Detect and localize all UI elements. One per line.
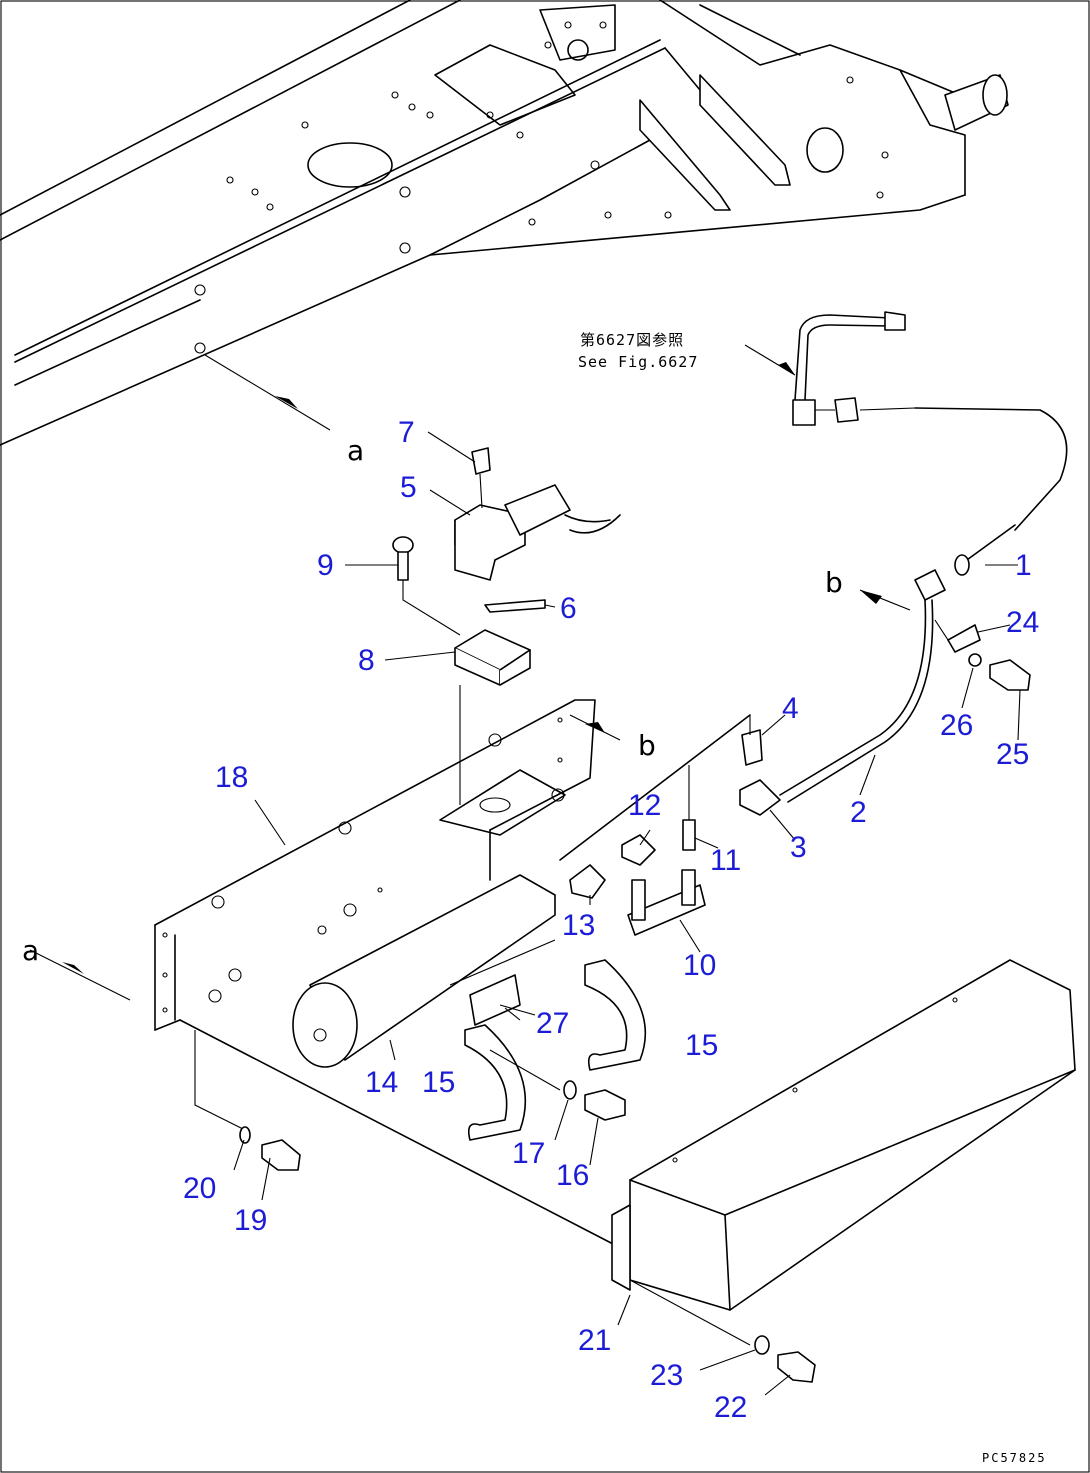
callout-2: 2 xyxy=(850,796,867,829)
callout-22: 22 xyxy=(714,1391,747,1424)
view-ref-a-lower: a xyxy=(22,934,39,967)
view-reference-letters: a a b b xyxy=(22,434,843,967)
callout-15-left: 15 xyxy=(422,1066,455,1099)
figure-note-english: See Fig.6627 xyxy=(578,353,698,371)
callout-26: 26 xyxy=(940,709,973,742)
part-2-hose xyxy=(779,569,946,803)
figure-note-japanese: 第6627図参照 xyxy=(580,331,684,349)
cylinder-14 xyxy=(292,874,556,1068)
view-ref-a-upper: a xyxy=(347,434,364,467)
callout-5: 5 xyxy=(400,471,417,504)
callout-4: 4 xyxy=(782,692,799,725)
callout-numbers: 1 2 3 4 5 6 7 8 9 10 11 12 13 14 15 15 1… xyxy=(183,416,1039,1424)
part-11-fitting xyxy=(682,765,696,851)
leader-16-17 xyxy=(489,1049,561,1091)
callout-18: 18 xyxy=(215,761,248,794)
part-19-20-fasteners xyxy=(194,1030,301,1171)
part-16-bolt xyxy=(584,1089,626,1121)
part-8-block xyxy=(454,629,531,805)
callout-25: 25 xyxy=(996,738,1029,771)
callout-1: 1 xyxy=(1015,549,1032,582)
part-6-pin xyxy=(484,599,546,613)
callout-15-right: 15 xyxy=(685,1029,718,1062)
drawing-code: PC57825 xyxy=(982,1451,1047,1465)
part-17-washer xyxy=(563,1080,577,1100)
callout-11: 11 xyxy=(710,844,741,877)
view-arrow-b-upper xyxy=(859,589,911,611)
callout-21: 21 xyxy=(578,1324,611,1357)
part-3-elbow xyxy=(739,779,781,816)
callout-19: 19 xyxy=(234,1204,267,1237)
callout-3: 3 xyxy=(790,831,807,864)
chassis-frame xyxy=(0,0,1009,446)
part-15-strap-right xyxy=(584,959,647,1071)
callout-24: 24 xyxy=(1006,606,1039,639)
part-24-25-26-fasteners xyxy=(934,619,1031,691)
part-1-line xyxy=(914,407,1068,576)
callout-6: 6 xyxy=(560,592,577,625)
part-10-bracket xyxy=(627,869,706,936)
callout-9: 9 xyxy=(317,549,334,582)
callout-20: 20 xyxy=(183,1172,216,1205)
part-4-fitting xyxy=(741,715,763,766)
part-7-bolt xyxy=(471,447,491,509)
callout-10: 10 xyxy=(683,949,716,982)
callout-17: 17 xyxy=(512,1137,545,1170)
part-5-solenoid xyxy=(454,484,621,581)
view-arrow-b-lower xyxy=(569,714,621,741)
callout-13: 13 xyxy=(562,909,595,942)
callout-leaders xyxy=(233,431,1021,1396)
callout-23: 23 xyxy=(650,1359,683,1392)
callout-12: 12 xyxy=(628,789,661,822)
view-ref-b-upper: b xyxy=(825,566,843,599)
part-12-fitting xyxy=(621,834,656,866)
view-ref-b-lower: b xyxy=(638,729,656,762)
figure-reference-note: 第6627図参照 See Fig.6627 xyxy=(578,331,698,371)
callout-14: 14 xyxy=(365,1066,398,1099)
callout-8: 8 xyxy=(358,644,375,677)
part-15-strap-left xyxy=(464,1024,527,1141)
part-9-bolt xyxy=(392,536,461,636)
callout-16: 16 xyxy=(556,1159,589,1192)
callout-7: 7 xyxy=(398,416,415,449)
box-cover-21 xyxy=(611,959,1076,1311)
part-22-23-fasteners xyxy=(629,1279,816,1383)
upper-pipe xyxy=(744,311,916,426)
mounting-plate-18 xyxy=(29,699,751,1246)
part-27-label xyxy=(449,939,556,1026)
callout-27: 27 xyxy=(536,1007,569,1040)
part-13-fitting xyxy=(569,864,606,899)
